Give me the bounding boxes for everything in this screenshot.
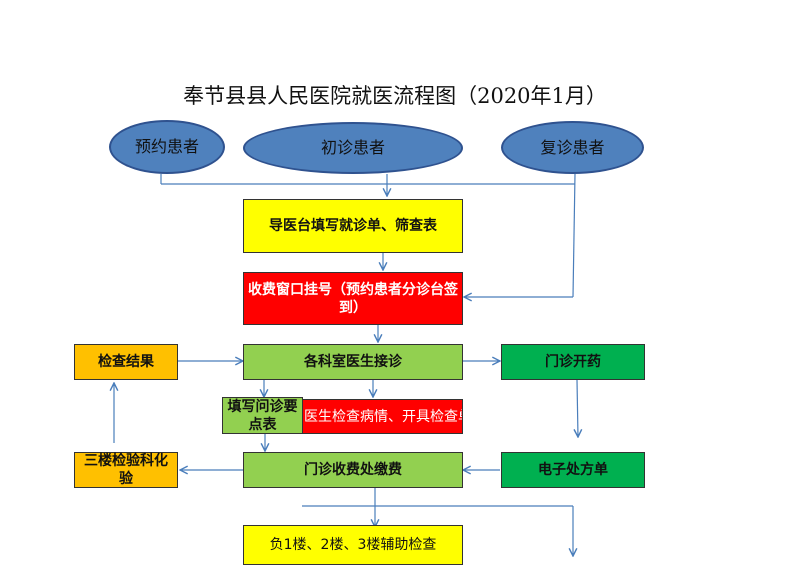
payment-label: 门诊收费处缴费 <box>304 462 402 478</box>
first-visit-patient-node: 初诊患者 <box>243 122 463 174</box>
prescription-label: 门诊开药 <box>545 354 601 370</box>
auxiliary-exam-label: 负1楼、2楼、3楼辅助检查 <box>269 537 437 553</box>
dept-doctor-label: 各科室医生接诊 <box>304 354 402 370</box>
guide-desk-step: 导医台填写就诊单、筛查表 <box>243 199 463 253</box>
guide-desk-label: 导医台填写就诊单、筛查表 <box>269 218 437 234</box>
appointment-patient-node: 预约患者 <box>109 120 225 174</box>
return-visit-patient-label: 复诊患者 <box>540 137 605 157</box>
doctor-exam-label: 医生检查病情、开具检查单 <box>304 408 463 425</box>
registration-step: 收费窗口挂号（预约患者分诊台签到） <box>243 272 463 325</box>
arrow-prescription-down <box>577 379 578 437</box>
check-results-step: 检查结果 <box>74 344 178 380</box>
fill-form-step: 填写问诊要点表 <box>222 397 303 434</box>
connector-return-down <box>572 173 576 298</box>
dept-doctor-step: 各科室医生接诊 <box>243 344 463 380</box>
e-prescription-step: 电子处方单 <box>501 452 645 488</box>
auxiliary-exam-step: 负1楼、2楼、3楼辅助检查 <box>243 525 463 565</box>
e-prescription-label: 电子处方单 <box>538 462 608 478</box>
registration-label: 收费窗口挂号（预约患者分诊台签到） <box>248 281 458 316</box>
page-title: 奉节县县人民医院就医流程图（2020年1月） <box>183 84 607 108</box>
first-visit-patient-label: 初诊患者 <box>320 138 385 157</box>
appointment-patient-label: 预约患者 <box>135 137 200 156</box>
lab-test-step: 三楼检验科化验 <box>74 452 178 488</box>
prescription-step: 门诊开药 <box>501 344 645 380</box>
fill-form-label: 填写问诊要点表 <box>227 398 298 433</box>
return-visit-patient-node: 复诊患者 <box>501 121 644 174</box>
check-results-label: 检查结果 <box>98 354 154 370</box>
lab-test-label: 三楼检验科化验 <box>84 453 168 487</box>
payment-step: 门诊收费处缴费 <box>243 452 463 488</box>
